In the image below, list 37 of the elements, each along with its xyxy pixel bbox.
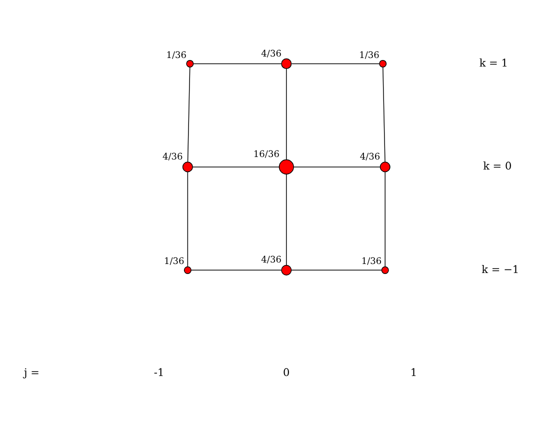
node-circle [182,161,193,172]
connector [190,269,282,270]
node-label: 16/36 [253,150,280,160]
node-label: 4/36 [261,255,282,266]
connector [187,171,188,266]
node-circle [278,158,294,174]
connector [291,269,382,270]
connector [286,68,287,160]
label: k = 0 [483,160,512,172]
node-label: 4/36 [162,152,183,162]
node-label: 1/36 [359,50,380,60]
connector [193,62,282,64]
label: k = −1 [482,263,520,276]
connector [291,62,380,64]
connector [293,166,380,167]
connector [286,174,287,266]
label: 0 [283,366,290,379]
node-circle [379,59,387,67]
node-circle [186,59,194,67]
connector [187,66,190,162]
node-circle [184,266,192,274]
node-label: 1/36 [166,50,187,60]
connector [382,66,386,162]
node-circle [381,266,389,274]
label: j = [24,366,40,379]
node-label: 4/36 [261,48,282,59]
node-label: 1/36 [164,256,184,267]
label: k = 1 [479,56,508,69]
node-circle [281,264,292,275]
node-label: 1/36 [361,256,382,267]
label: -1 [154,366,164,379]
label: 1 [410,366,418,379]
connector [384,171,386,266]
node-circle [281,58,292,68]
node-label: 4/36 [360,152,380,162]
node-circle [380,161,390,172]
connector [192,166,280,167]
